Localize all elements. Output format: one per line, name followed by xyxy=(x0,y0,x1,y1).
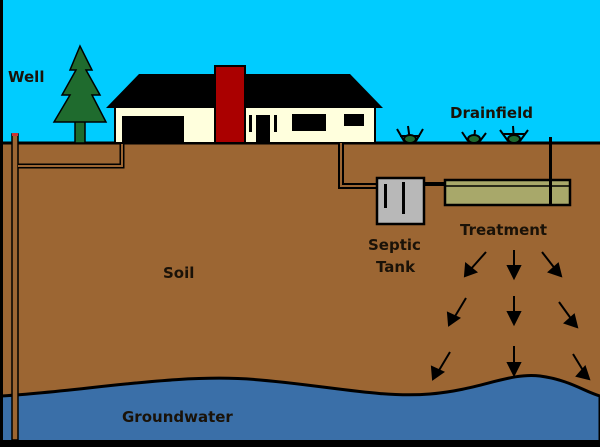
bottom-border xyxy=(0,440,600,447)
house-icon xyxy=(106,65,383,144)
label-soil: Soil xyxy=(163,264,194,282)
well-cap xyxy=(12,133,18,136)
septic-tank xyxy=(375,176,426,226)
arrow-icon xyxy=(463,251,487,278)
label-septic-tank-line2: Tank xyxy=(376,258,416,276)
well-pipe xyxy=(11,133,19,441)
left-border xyxy=(0,0,3,447)
arrow-icon xyxy=(446,297,467,327)
arrow-icon xyxy=(558,301,579,329)
front-door xyxy=(256,115,270,143)
chimney xyxy=(214,65,246,144)
arrow-icon xyxy=(572,353,591,381)
label-well: Well xyxy=(8,68,44,86)
arrow-icon xyxy=(506,346,522,378)
vent-pipe xyxy=(549,137,552,205)
plant-icon xyxy=(396,125,529,144)
arrow-icon xyxy=(506,296,522,327)
label-septic-tank-line1: Septic xyxy=(368,236,421,254)
label-drainfield: Drainfield xyxy=(450,104,533,122)
groundwater xyxy=(0,373,600,447)
label-treatment: Treatment xyxy=(460,221,547,239)
window xyxy=(344,114,364,126)
window xyxy=(292,114,326,131)
label-groundwater: Groundwater xyxy=(122,408,233,426)
arrow-icon xyxy=(541,251,563,278)
arrow-icon xyxy=(506,250,522,281)
tree-icon xyxy=(52,44,108,144)
flow-arrows xyxy=(430,250,591,381)
garage-door xyxy=(122,116,184,143)
arrow-icon xyxy=(430,351,451,381)
